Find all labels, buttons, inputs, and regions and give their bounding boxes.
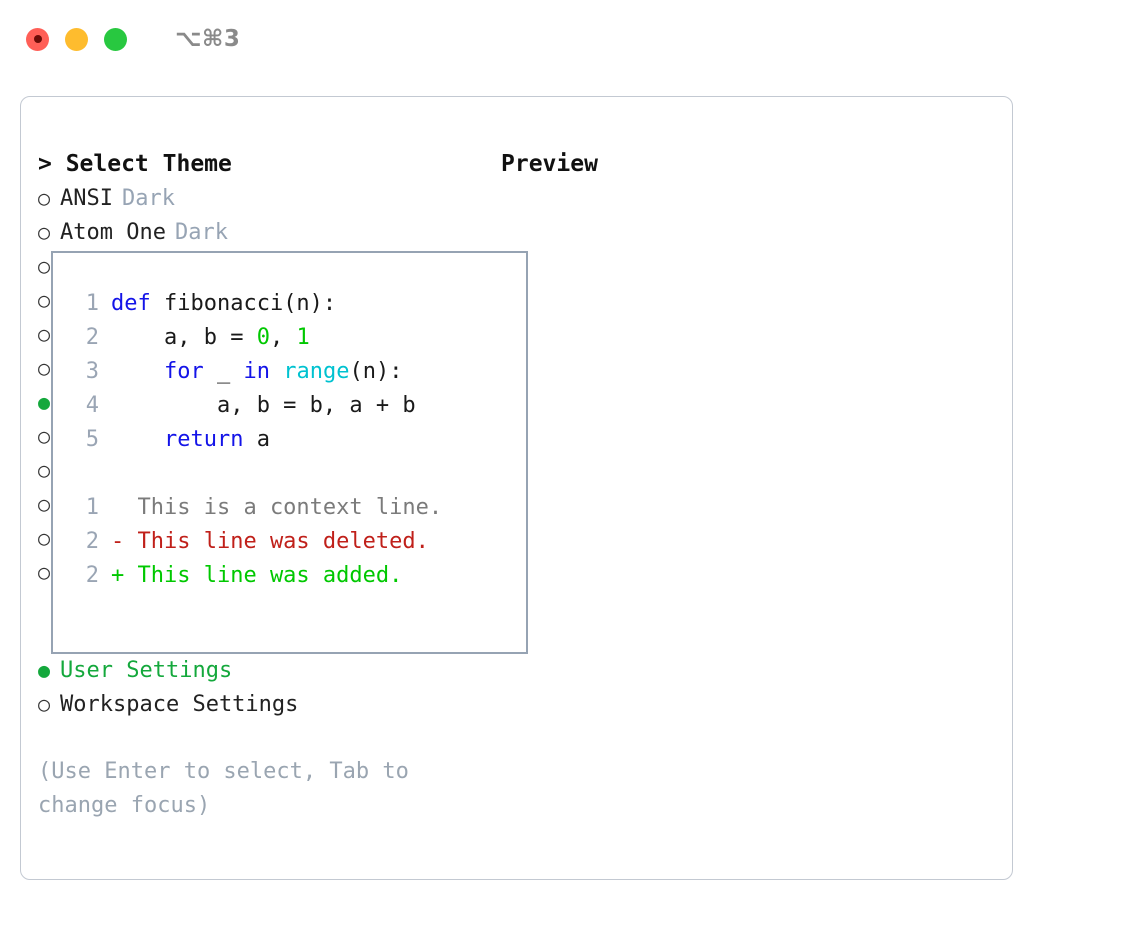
maximize-button[interactable]: [104, 27, 127, 51]
preview-column: Preview: [501, 147, 1001, 181]
diff-line-text: - This line was deleted.: [111, 529, 429, 554]
keyboard-shortcut-label: ⌥⌘3: [175, 26, 241, 52]
radio-unselected-icon: ○: [38, 560, 51, 584]
code-token-pl: [270, 359, 283, 384]
theme-option-label: Atom One: [60, 220, 166, 245]
code-line-text: a, b = 0, 1: [111, 321, 310, 355]
code-token-pl: a: [243, 427, 270, 452]
radio-unselected-icon: ○: [38, 322, 51, 346]
apply-to-options[interactable]: ● User Settings ○ Workspace Settings: [38, 653, 488, 721]
diff-line-text: This is a context line.: [111, 495, 443, 520]
theme-variant-badge: Dark: [121, 186, 175, 211]
code-line: 5 return a: [73, 423, 526, 457]
code-token-pl: _: [203, 359, 244, 384]
code-line-number: 5: [85, 427, 99, 452]
code-line-number: 2: [85, 325, 99, 350]
code-token-pl: [111, 427, 164, 452]
code-token-fn: range: [283, 359, 350, 384]
diff-line-number: 2: [85, 529, 99, 554]
code-line: 4 a, b = b, a + b: [73, 389, 526, 423]
apply-to-option-label: Workspace Settings: [60, 692, 299, 717]
diff-line-text: + This line was added.: [111, 563, 403, 588]
code-token-pl: (n):: [349, 359, 403, 384]
code-token-kw: def: [111, 291, 164, 316]
radio-unselected-icon: ○: [38, 424, 51, 448]
code-token-pl: fibonacci(n):: [163, 291, 337, 316]
apply-to-option-workspace-settings[interactable]: ○ Workspace Settings: [38, 687, 488, 721]
code-line-text: return a: [111, 423, 270, 457]
radio-unselected-icon: ○: [38, 692, 51, 716]
code-token-pl: a, b =: [111, 325, 257, 350]
theme-option-label: ANSI: [60, 186, 113, 211]
minimize-button[interactable]: [65, 27, 88, 51]
code-line: 1 def fibonacci(n):: [73, 287, 526, 321]
diff-line-number: 1: [85, 495, 99, 520]
apply-to-option-label: User Settings: [60, 658, 233, 683]
keyboard-hint-text: (Use Enter to select, Tab to change focu…: [38, 759, 423, 818]
code-line-number: 3: [85, 359, 99, 384]
code-line-text: a, b = b, a + b: [111, 389, 416, 423]
radio-unselected-icon: ○: [38, 186, 51, 210]
code-token-pl: ,: [269, 325, 297, 350]
radio-unselected-icon: ○: [38, 492, 51, 516]
code-line-number: 1: [85, 291, 99, 316]
diff-lines: 1 This is a context line. 2 - This line wa…: [73, 491, 526, 593]
select-theme-heading: > Select Theme: [38, 151, 232, 177]
theme-option-ansi[interactable]: ○ ANSI Dark: [38, 181, 488, 215]
radio-selected-icon: ●: [38, 658, 51, 682]
radio-unselected-icon: ○: [38, 458, 51, 482]
theme-option-atom-one[interactable]: ○ Atom One Dark: [38, 215, 488, 249]
code-token-num: 1: [296, 325, 310, 350]
close-button[interactable]: [26, 27, 49, 51]
code-line-text: for _ in range(n):: [111, 355, 402, 389]
radio-unselected-icon: ○: [38, 356, 51, 380]
code-line: 3 for _ in range(n):: [73, 355, 526, 389]
code-token-pl: [111, 359, 164, 384]
code-token-kw: return: [163, 427, 244, 452]
radio-unselected-icon: ○: [38, 288, 51, 312]
radio-unselected-icon: ○: [38, 220, 51, 244]
code-token-kw: in: [243, 359, 270, 384]
code-line-number: 4: [85, 393, 99, 418]
apply-to-option-user-settings[interactable]: ● User Settings: [38, 653, 488, 687]
code-line-text: def fibonacci(n):: [111, 287, 336, 321]
window-controls: [26, 27, 127, 51]
radio-unselected-icon: ○: [38, 526, 51, 550]
theme-variant-badge: Dark: [174, 220, 228, 245]
title-bar: ⌥⌘3: [0, 0, 1140, 78]
diff-line-ctx: 1 This is a context line.: [73, 491, 526, 525]
radio-selected-icon: ●: [38, 390, 51, 414]
code-line: 2 a, b = 0, 1: [73, 321, 526, 355]
radio-unselected-icon: ○: [38, 254, 51, 278]
code-token-num: 0: [256, 325, 270, 350]
code-token-pl: a, b = b, a + b: [111, 393, 416, 418]
diff-line-del: 2 - This line was deleted.: [73, 525, 526, 559]
diff-line-number: 2: [85, 563, 99, 588]
preview-heading: Preview: [501, 151, 598, 177]
diff-line-add: 2 + This line was added.: [73, 559, 526, 593]
code-token-kw: for: [163, 359, 204, 384]
